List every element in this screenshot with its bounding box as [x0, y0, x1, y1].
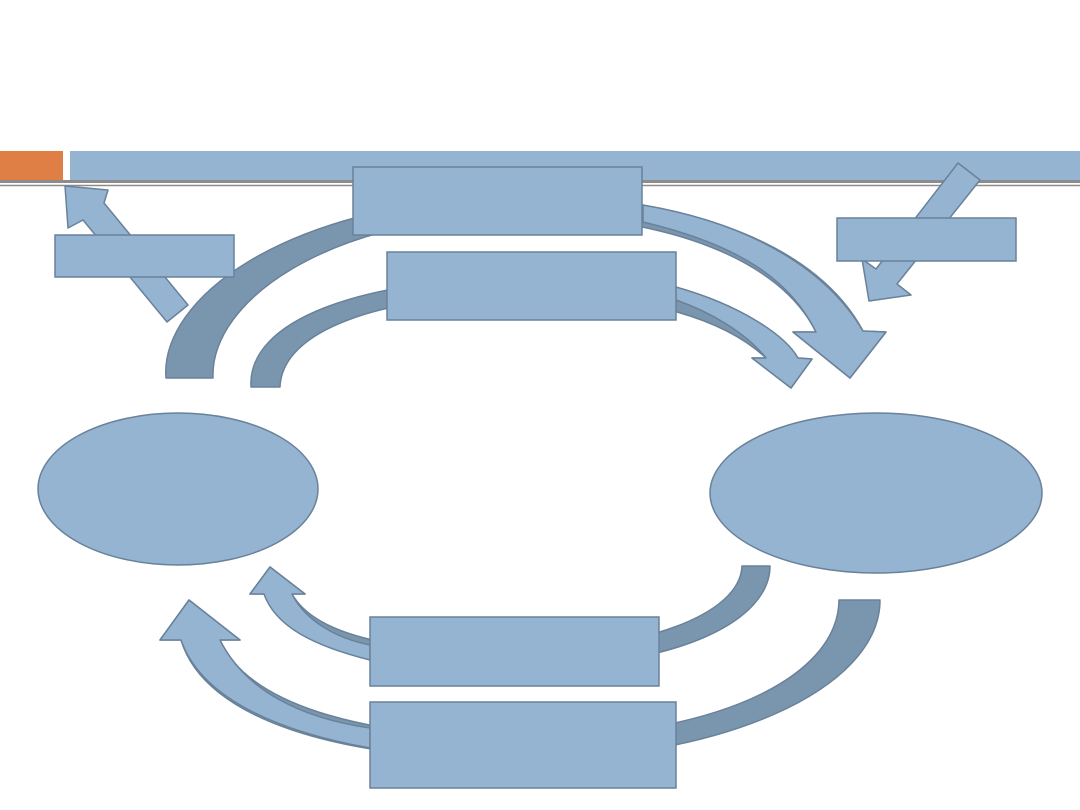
arc-bottom-inner-head — [249, 566, 371, 661]
box-bottom-1-shape — [369, 616, 660, 687]
arc-top-inner-head — [675, 286, 813, 389]
ellipse-left — [37, 412, 319, 566]
header-band — [0, 151, 1080, 187]
box-upper-left — [54, 234, 235, 278]
box-upper-left-shape — [54, 234, 235, 278]
accent-block — [0, 151, 63, 180]
box-top-1 — [352, 166, 643, 236]
box-top-1-shape — [352, 166, 643, 236]
box-bottom-1 — [369, 616, 660, 687]
box-top-2-shape — [386, 251, 677, 321]
box-bottom-2 — [369, 701, 677, 789]
box-bottom-2-shape — [369, 701, 677, 789]
ellipse-left-shape — [37, 412, 319, 566]
ellipse-right — [709, 412, 1043, 574]
ellipse-right-shape — [709, 412, 1043, 574]
box-top-2 — [386, 251, 677, 321]
arc-top-outer-head — [642, 204, 887, 379]
arc-bottom-outer-head — [159, 599, 371, 749]
box-upper-right-shape — [836, 217, 1017, 262]
box-upper-right — [836, 217, 1017, 262]
